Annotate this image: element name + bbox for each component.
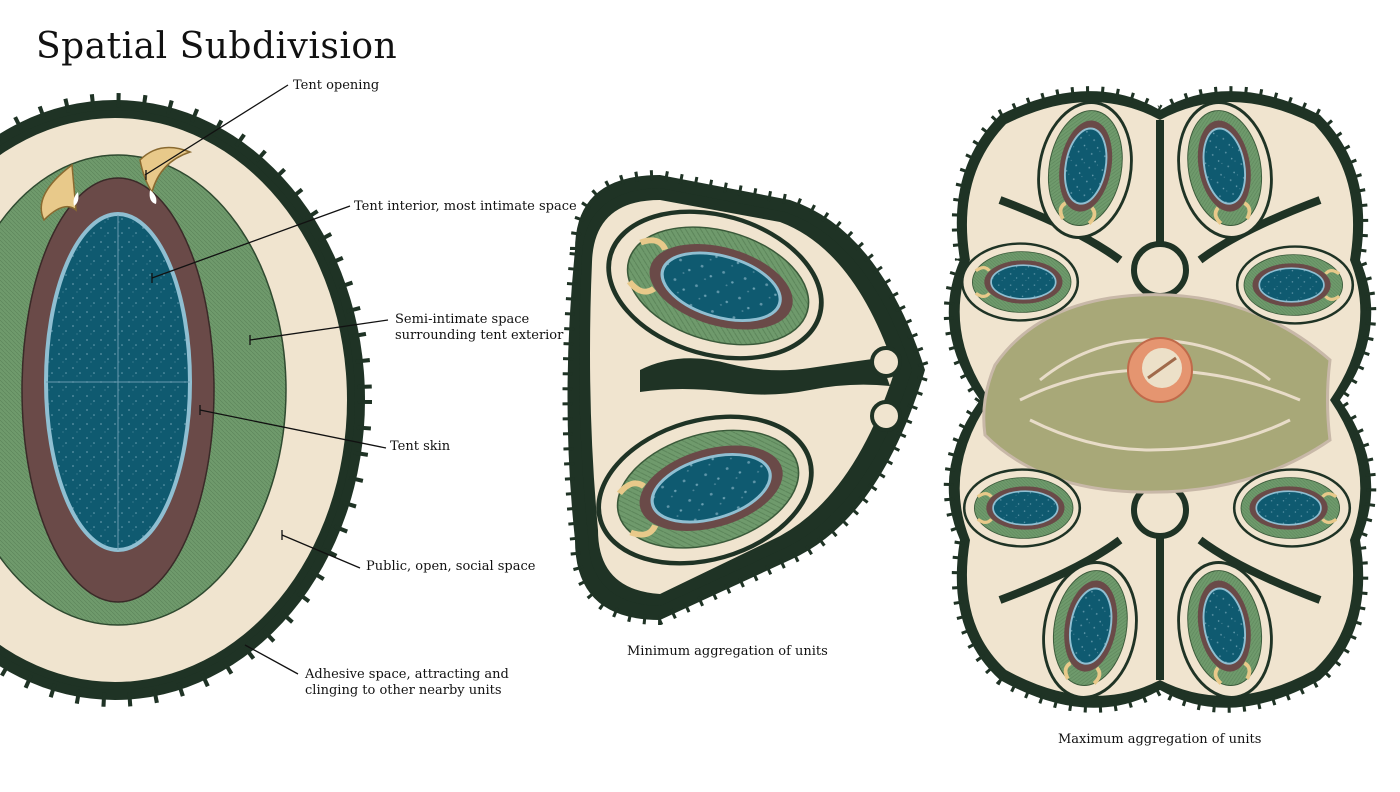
label-tent-skin: Tent skin: [390, 439, 451, 454]
caption-maximum-aggregation: Maximum aggregation of units: [1058, 732, 1262, 747]
label-public-space: Public, open, social space: [366, 559, 536, 574]
page-title: Spatial Subdivision: [36, 26, 398, 67]
tent-opening-flap-right: [139, 146, 193, 194]
leader-lines: [144, 84, 389, 675]
maximum-aggregation-diagram: [943, 86, 1377, 713]
label-adhesive-space: Adhesive space, attracting and clinging …: [305, 667, 509, 698]
tent-opening-flap-left: [40, 163, 77, 222]
label-semi-intimate: Semi-intimate space surrounding tent ext…: [395, 312, 564, 343]
caption-minimum-aggregation: Minimum aggregation of units: [627, 644, 828, 659]
single-unit-diagram: [0, 93, 372, 707]
minimum-aggregation-diagram: [562, 169, 931, 626]
label-tent-interior: Tent interior, most intimate space: [354, 199, 577, 214]
label-tent-opening: Tent opening: [293, 78, 380, 93]
